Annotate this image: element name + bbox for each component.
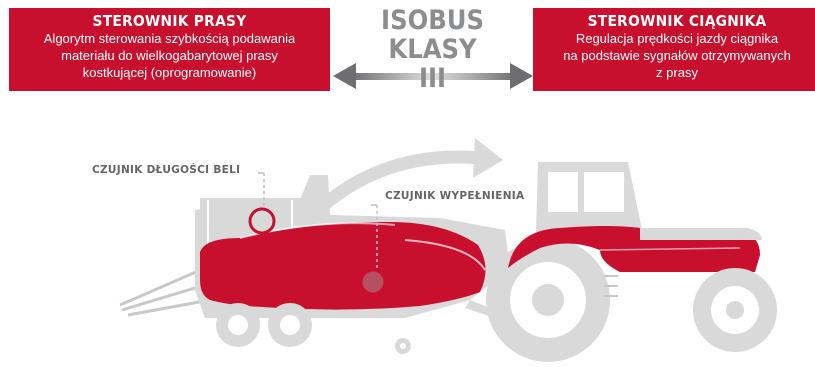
tractor-machine bbox=[486, 162, 777, 362]
flow-arrow bbox=[311, 138, 503, 217]
bale-length-sensor-label: CZUJNIK DŁUGOŚCI BELI bbox=[92, 164, 241, 176]
tractor-controller-desc-line: z prasy bbox=[656, 65, 698, 80]
baler-controller-title: STEROWNIK PRASY bbox=[92, 12, 247, 30]
fill-sensor bbox=[359, 204, 387, 296]
baler-machine bbox=[119, 175, 520, 354]
baler-controller-desc-line: kostkującej (oprogramowanie) bbox=[82, 65, 257, 80]
isobus-title: ISOBUS KLASY III bbox=[345, 6, 520, 93]
tractor-controller-desc-line: Regulacja prędkości jazdy ciągnika bbox=[575, 31, 779, 46]
baler-controller-desc-line: materiału do wielkogabarytowej prasy bbox=[61, 48, 278, 63]
tractor-controller-desc-line: na podstawie sygnałów otrzymywanych bbox=[563, 48, 791, 63]
tractor-controller-title: STEROWNIK CIĄGNIKA bbox=[587, 12, 767, 30]
baler-controller-desc-line: Algorytm sterowania szybkością podawania bbox=[43, 31, 296, 46]
baler-controller-box: STEROWNIK PRASY Algorytm sterowania szyb… bbox=[9, 8, 330, 91]
fill-sensor-label: CZUJNIK WYPEŁNIENIA bbox=[385, 190, 525, 202]
bale-length-sensor bbox=[248, 172, 276, 235]
isobus-title-line: III bbox=[418, 63, 447, 94]
isobus-title-line: ISOBUS KLASY bbox=[381, 5, 484, 65]
tractor-controller-box: STEROWNIK CIĄGNIKA Regulacja prędkości j… bbox=[533, 8, 815, 91]
bidirectional-arrow bbox=[333, 63, 533, 89]
